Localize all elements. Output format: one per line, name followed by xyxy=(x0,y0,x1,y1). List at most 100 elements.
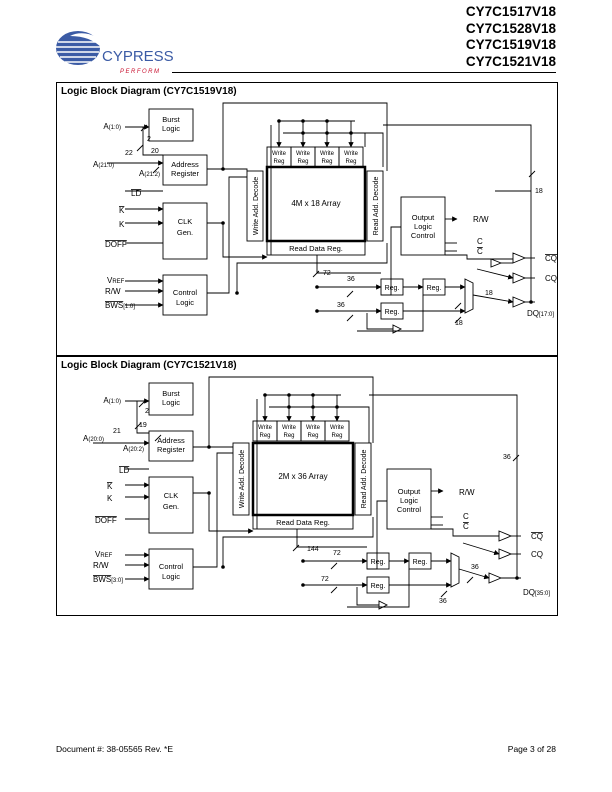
pin-label: CQ xyxy=(531,550,543,559)
cq-bar-buffer xyxy=(512,252,527,264)
clk-gen-label: Gen. xyxy=(177,228,193,237)
read-decode-block xyxy=(366,170,384,242)
array-label: 4M x 18 Array xyxy=(291,199,340,208)
write-reg-label: Reg xyxy=(273,159,284,165)
reg-label: Reg. xyxy=(371,583,386,590)
bus-width-label: 36 xyxy=(347,276,355,283)
pin-label: CQ xyxy=(531,532,543,541)
pin-label: K xyxy=(107,482,113,491)
address-register-label: Register xyxy=(171,169,199,178)
write-reg-label: Write xyxy=(272,151,287,157)
cypress-globe-icon xyxy=(56,31,110,65)
address-register-label: Register xyxy=(157,445,185,454)
clk-gen-block xyxy=(162,202,208,260)
write-reg-label: Reg xyxy=(345,159,356,165)
bus-width-label: 2 xyxy=(147,136,151,143)
address-register-label: Address xyxy=(171,160,199,169)
pin-label: A(21:0) xyxy=(93,160,114,169)
diagram-title: Logic Block Diagram (CY7C1521V18) xyxy=(61,360,237,371)
pin-label: DOFF xyxy=(105,240,127,249)
read-decode-label: Read Add. Decode xyxy=(361,450,368,509)
bus-width-label: 20 xyxy=(151,148,159,155)
output-logic-label: Control xyxy=(411,231,436,240)
bus-width-label: 144 xyxy=(307,546,319,553)
burst-logic-label: Burst xyxy=(162,389,180,398)
pin-label: A(1:0) xyxy=(103,396,121,405)
pin-label: A(20:0) xyxy=(83,434,104,443)
part-number: CY7C1528V18 xyxy=(465,20,556,36)
reg-label: Reg. xyxy=(371,559,386,566)
read-data-reg-block xyxy=(252,514,354,530)
write-reg-label: Reg xyxy=(321,159,332,165)
write-reg-label: Write xyxy=(282,425,297,431)
pin-label: C xyxy=(477,237,483,246)
pin-label: A(20:2) xyxy=(123,444,144,453)
pin-label: A(21:2) xyxy=(139,169,160,178)
bus-width-label: 22 xyxy=(125,150,133,157)
bus-width-label: 72 xyxy=(321,576,329,583)
write-reg-label: Write xyxy=(296,151,311,157)
control-logic-label: Logic xyxy=(176,298,194,307)
bus-width-label: 36 xyxy=(337,302,345,309)
read-decode-block xyxy=(354,442,372,516)
write-decode-block xyxy=(232,442,250,516)
write-decode-label: Write Add. Decode xyxy=(239,450,246,508)
write-decode-block xyxy=(246,170,264,242)
pin-label: BWS[1:0] xyxy=(105,301,135,310)
pin-label: DQ[35:0] xyxy=(523,588,550,597)
address-register-label: Address xyxy=(157,436,185,445)
clk-gen-label: CLK xyxy=(178,217,193,226)
bus-width-label: 72 xyxy=(323,270,331,277)
pin-label: LD xyxy=(119,466,129,475)
cypress-logo: CYPRESS PERFORM xyxy=(56,31,174,75)
bus-width-label: 21 xyxy=(113,428,121,435)
bus-width-label: 36 xyxy=(471,564,479,571)
pin-label: VREF xyxy=(95,550,113,559)
output-logic-block xyxy=(386,468,432,530)
bus-width-label: 36 xyxy=(503,454,511,461)
reg-label: Reg. xyxy=(385,285,400,292)
write-reg-label: Write xyxy=(306,425,321,431)
read-data-reg-block xyxy=(266,240,366,256)
pin-label: A(1:0) xyxy=(103,122,121,131)
write-reg-label: Write xyxy=(320,151,335,157)
cq-bar-buffer xyxy=(498,530,513,542)
bus-width-label: 19 xyxy=(139,422,147,429)
write-reg-label: Write xyxy=(344,151,359,157)
write-reg-label: Reg xyxy=(307,433,318,439)
pin-label: R/W xyxy=(93,561,109,570)
clk-gen-label: Gen. xyxy=(163,502,179,511)
read-decode-label: Read Add. Decode xyxy=(373,177,380,236)
control-logic-label: Logic xyxy=(162,572,180,581)
output-logic-label: Output xyxy=(412,213,435,222)
document-number: Document #: 38-05565 Rev. *E xyxy=(56,744,174,754)
address-register-block xyxy=(162,154,208,186)
reg-label: Reg. xyxy=(427,285,442,292)
pin-label: K xyxy=(119,220,125,229)
pin-label: LD xyxy=(131,189,141,198)
clk-gen-block xyxy=(148,476,194,534)
dq-buffer xyxy=(512,296,527,308)
pin-label: C xyxy=(463,512,469,521)
pin-label: CQ xyxy=(545,254,557,263)
cq-buffer xyxy=(498,548,513,560)
bus-width-label: 18 xyxy=(485,290,493,297)
write-reg-label: Reg xyxy=(297,159,308,165)
logo-tagline: PERFORM xyxy=(120,69,161,75)
output-logic-label: Logic xyxy=(400,496,418,505)
dq-buffer xyxy=(488,572,503,584)
output-mux xyxy=(464,278,474,314)
output-logic-label: Logic xyxy=(414,222,432,231)
bus-width-label: 36 xyxy=(439,598,447,605)
burst-logic-label: Burst xyxy=(162,115,180,124)
diagram-title: Logic Block Diagram (CY7C1519V18) xyxy=(61,86,237,97)
reg-label: Reg. xyxy=(385,309,400,316)
pin-label: DOFF xyxy=(95,516,117,525)
burst-logic-label: Logic xyxy=(162,398,180,407)
cq-bar-driver xyxy=(490,258,503,268)
page-number: Page 3 of 28 xyxy=(507,744,556,754)
cq-buffer xyxy=(512,272,527,284)
pin-label: R/W xyxy=(105,287,121,296)
control-logic-label: Control xyxy=(159,562,184,571)
write-decode-label: Write Add. Decode xyxy=(253,177,260,235)
